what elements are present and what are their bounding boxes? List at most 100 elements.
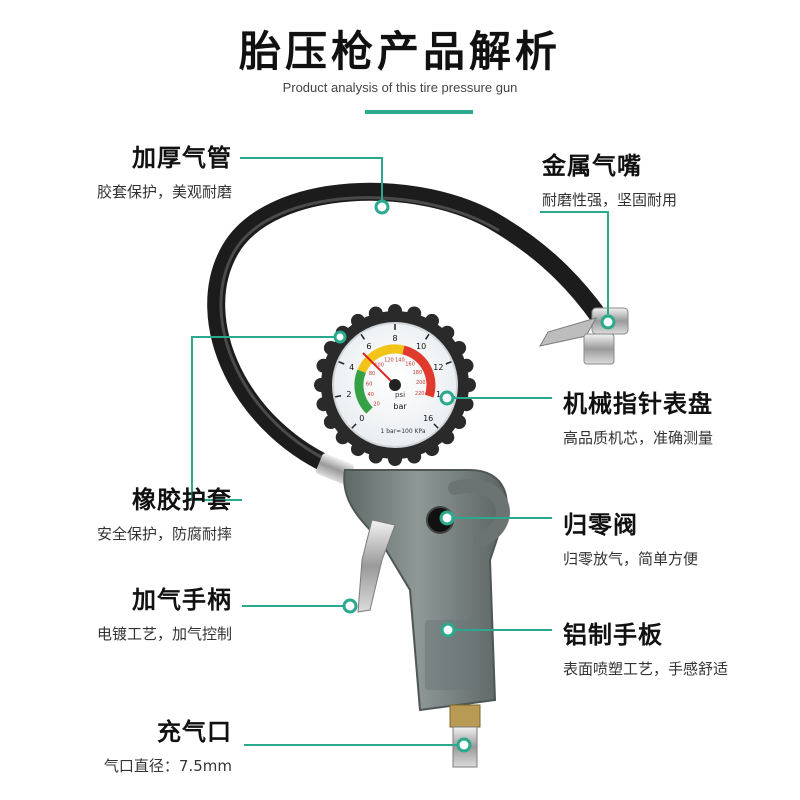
gauge-outer-tick [351,423,357,429]
callout-title: 加厚气管 [132,144,232,172]
callout-inlet: 充气口 气口直径：7.5mm [104,712,232,777]
gauge-note: 1 bar=100 KPa [380,428,425,435]
leader-hose [240,157,383,207]
gauge-rim-tooth [459,358,474,373]
gauge-inner-label: 100 [374,363,384,369]
gauge-outer-tick [360,333,366,340]
gauge-rim-tooth [407,306,422,321]
callout-hose: 加厚气管 胶套保护，美观耐磨 [97,138,232,203]
gauge-outer-tick [424,333,430,340]
dot-hose [374,199,390,215]
callout-desc: 表面喷塑工艺，手感舒适 [563,660,729,678]
dot-handle [342,598,358,614]
callout-gauge: 机械指针表盘 高品质机芯，准确测量 [563,384,713,449]
gauge-outer-label: 16 [423,414,433,423]
gauge-rim-tooth [452,415,467,429]
callout-desc: 电镀工艺，加气控制 [96,625,232,643]
leader-sleeve [191,336,340,501]
dot-sleeve [333,330,347,344]
hose [207,182,609,479]
gauge-inner-label: 180 [413,370,423,376]
callout-title: 机械指针表盘 [563,390,713,418]
gauge-outer-tick [445,361,452,365]
callout-desc: 归零放气，简单方便 [563,550,699,568]
callout-title: 归零阀 [563,511,638,539]
gauge-outer-label: 4 [349,363,354,372]
gauge-inner-label: 60 [366,381,372,387]
callout-desc: 气口直径：7.5mm [103,757,232,775]
gauge-rim-tooth [368,306,383,321]
gauge-zone [354,369,373,414]
callout-desc: 耐磨性强，坚固耐用 [542,191,678,209]
gauge-outer-tick [335,394,342,398]
gauge-inner-label: 220 [415,391,425,397]
gauge-unit-psi: psi [395,391,405,399]
air-inlet [449,704,481,768]
gauge-rim-tooth [316,358,331,373]
gauge-inner-label: 160 [405,362,415,368]
gauge-rim-tooth [388,304,402,318]
gauge-rim-tooth [351,313,365,328]
callout-desc: 安全保护，防腐耐摔 [96,525,232,543]
gauge-rim-tooth [459,397,474,412]
gauge-rim-tooth [425,442,439,457]
leader-nozzle [540,211,609,322]
gauge-rim-tooth [440,325,455,340]
gauge-outer-label: 8 [392,334,397,343]
gauge-inner-label: 140 [395,358,405,364]
gauge-rim-tooth [316,397,331,412]
title-accent-bar [365,110,473,114]
gauge-rim-tooth [323,415,338,429]
callout-title: 金属气嘴 [542,152,642,180]
metal-air-chuck [539,307,629,365]
gauge-inner-label: 20 [373,401,379,407]
callout-title: 铝制手板 [563,621,663,649]
page-subtitle: Product analysis of this tire pressure g… [282,80,518,95]
callout-title: 橡胶护套 [132,486,232,514]
gauge-needle [362,352,396,386]
dot-nozzle [600,314,616,330]
gauge-rim-tooth [440,430,455,445]
gauge-outer-tick [433,423,439,429]
callout-desc: 胶套保护，美观耐磨 [96,183,232,201]
callout-sleeve: 橡胶护套 安全保护，防腐耐摔 [97,480,232,545]
gauge-zone [357,344,405,374]
gauge-rim-tooth [335,430,350,445]
gauge-inner-label: 120 [384,358,394,364]
gauge-rim-tooth [368,449,383,464]
gauge-zone [402,345,436,398]
leader-dots [333,199,616,753]
dot-reset [439,510,455,526]
pressure-gauge: 0246810121416 20406080100120140160180200… [314,304,476,466]
callout-desc: 高品质机芯，准确测量 [563,429,714,447]
gauge-outer-label: 2 [346,390,351,399]
gauge-outer-label: 6 [366,342,371,351]
gauge-unit-bar: bar [393,402,407,411]
callout-nozzle: 金属气嘴 耐磨性强，坚固耐用 [542,146,677,211]
leader-lines [191,157,609,746]
gauge-outer-label: 12 [433,363,443,372]
trigger-lever [357,519,396,613]
gauge-rim-tooth [425,313,439,328]
gauge-rim-tooth [351,442,365,457]
dot-gauge [439,390,455,406]
hose-highlight [219,196,500,468]
callout-plate: 铝制手板 表面喷塑工艺，手感舒适 [563,615,773,680]
gauge-color-zones [354,344,436,414]
callout-reset: 归零阀 归零放气，简单方便 [563,505,698,570]
gauge-rim-tooth [452,341,467,355]
callout-title: 充气口 [157,718,232,746]
gauge-inner-label: 40 [368,392,374,398]
dot-plate [440,622,456,638]
dot-inlet [456,737,472,753]
callout-handle: 加气手柄 电镀工艺，加气控制 [97,580,232,645]
gauge-rim-tooth [314,378,328,392]
gauge-outer-label: 10 [416,342,426,351]
gauge-rim-tooth [462,378,476,392]
callout-title: 加气手柄 [132,586,232,614]
gauge-rim-tooth [407,449,422,464]
gauge-inner-label: 80 [369,371,375,377]
